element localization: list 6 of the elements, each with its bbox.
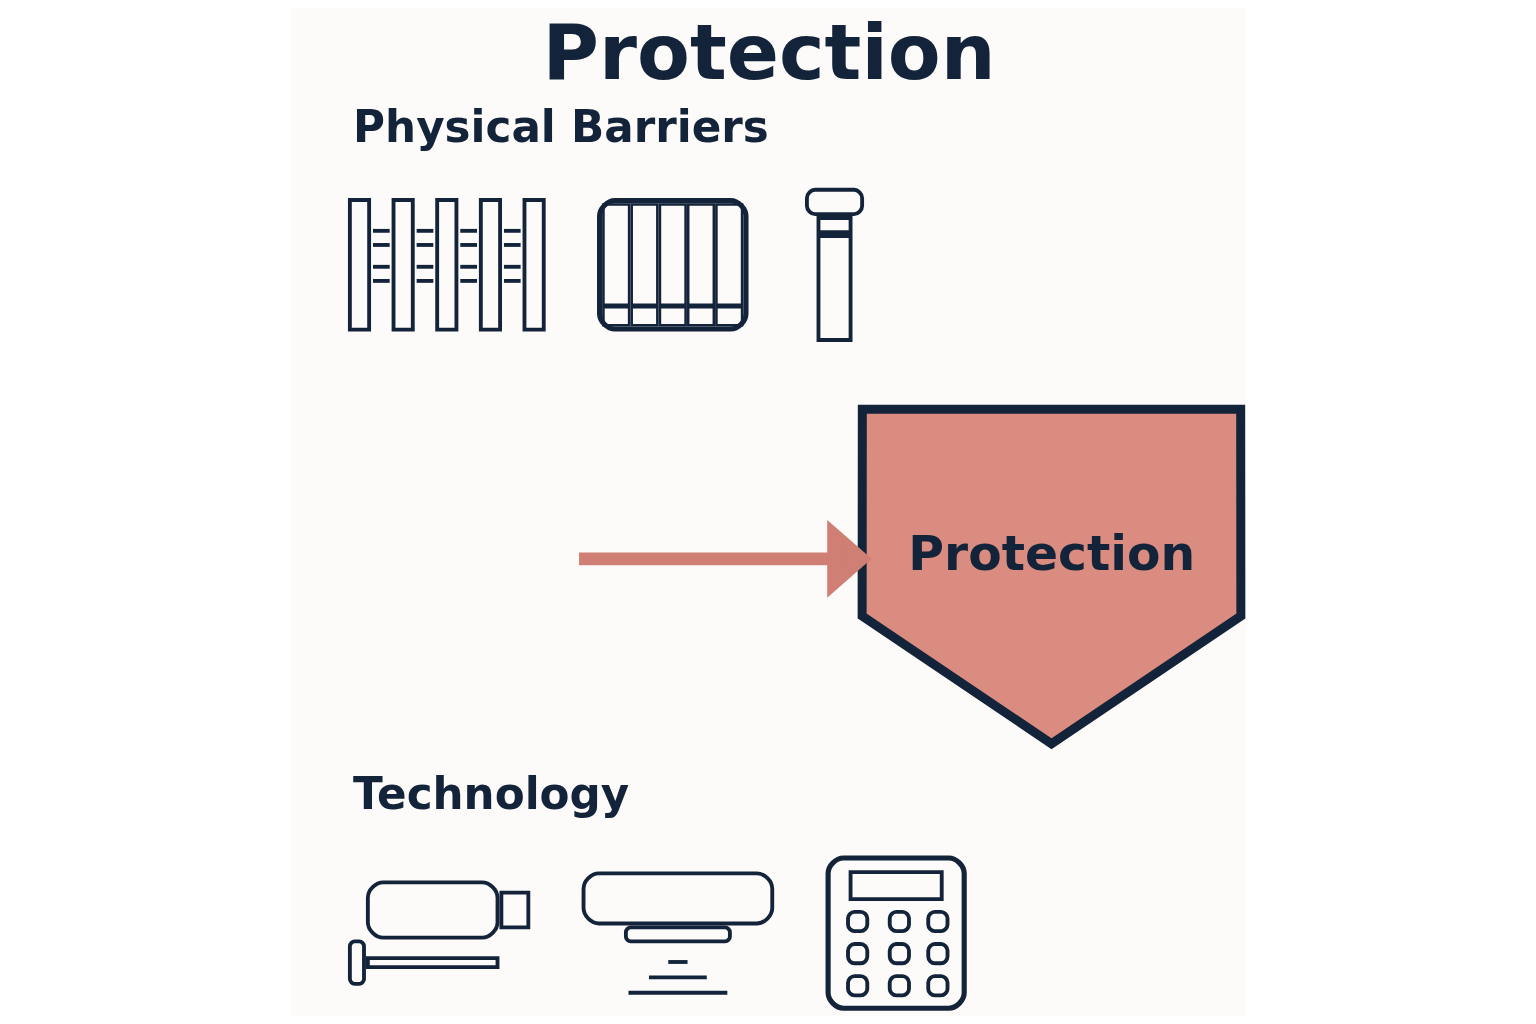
- node-picture: [825, 855, 967, 1011]
- diagram-title: Protection: [542, 6, 996, 97]
- node-picture: [596, 198, 748, 332]
- label: Technology: [352, 768, 629, 820]
- label: Physical Barriers: [352, 100, 769, 152]
- arrow: [578, 520, 872, 598]
